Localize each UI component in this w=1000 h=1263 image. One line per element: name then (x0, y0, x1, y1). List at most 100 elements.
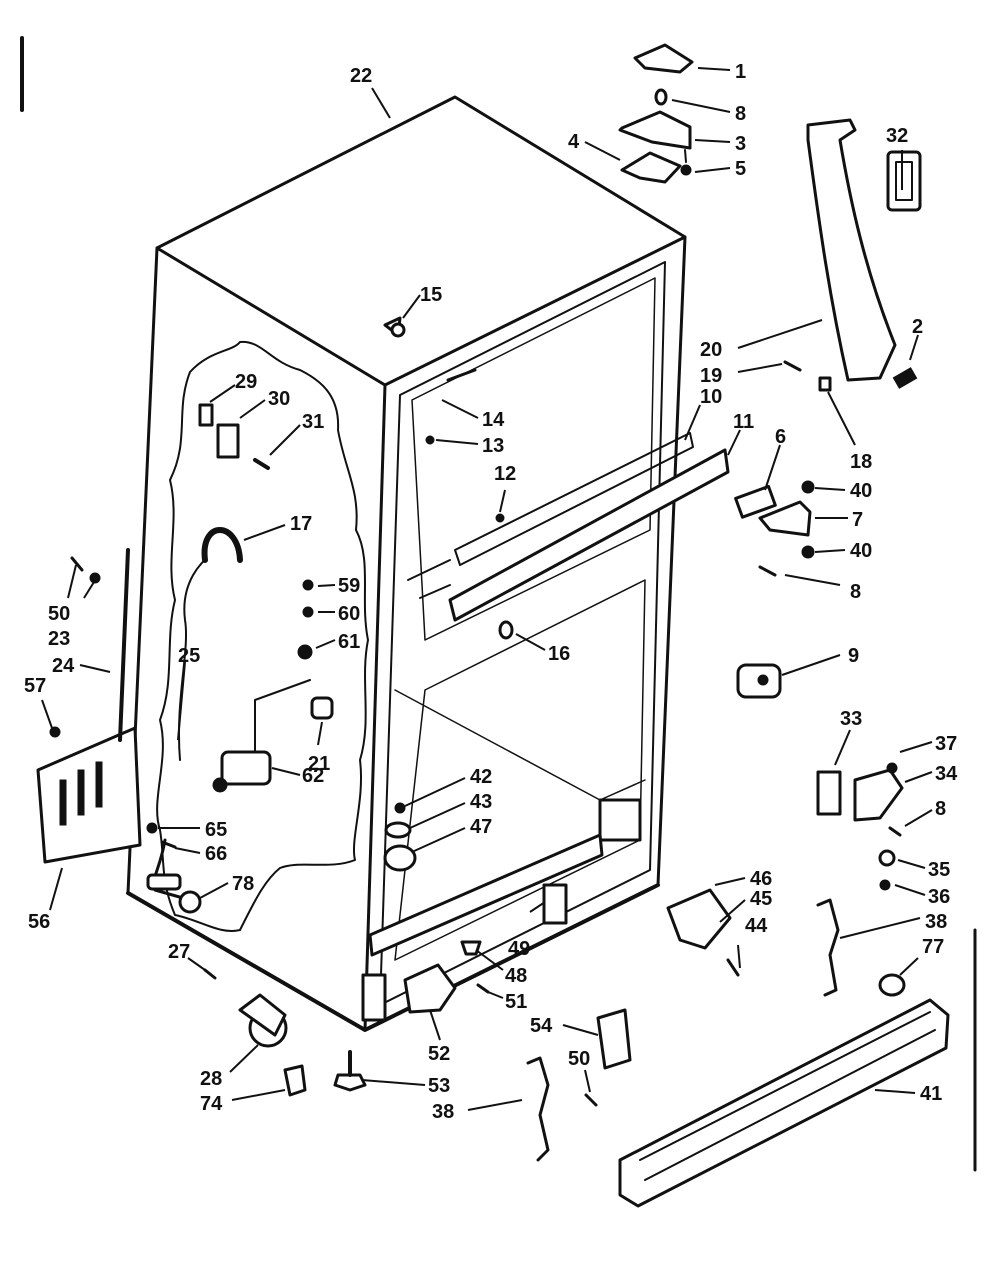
label-38b: 38 (432, 1101, 454, 1123)
label-50b: 50 (568, 1048, 590, 1070)
bracket-screw (584, 1093, 598, 1107)
label-25: 25 (178, 645, 200, 667)
label-7: 7 (852, 509, 863, 531)
leader-62 (271, 767, 301, 776)
label-46: 46 (750, 868, 772, 890)
label-22: 22 (350, 65, 372, 87)
leader-5 (694, 167, 731, 173)
door-handle-group (783, 118, 922, 392)
leader-54 (562, 1024, 599, 1036)
leader-57 (41, 699, 53, 729)
hinge-bushing-lower (878, 849, 896, 867)
leader-24 (79, 664, 111, 673)
leveling-bracket-left (526, 1056, 550, 1162)
center-hinge-screw (758, 565, 777, 577)
label-41: 41 (920, 1083, 942, 1105)
label-44: 44 (745, 915, 768, 937)
liner-floor (599, 779, 646, 801)
leader-14 (441, 399, 479, 419)
leader-43 (409, 802, 466, 829)
toe-grille (618, 998, 950, 1208)
screw-13 (425, 435, 435, 445)
hinge-pin-top (886, 762, 898, 774)
clip-23 (89, 572, 101, 584)
power-cord (118, 548, 130, 742)
freezer-liner (411, 277, 656, 641)
leader-50b (584, 1069, 591, 1093)
shelf-rail-inner (454, 432, 694, 566)
label-29: 29 (235, 371, 257, 393)
label-23: 23 (48, 628, 70, 650)
label-24: 24 (52, 655, 75, 677)
leader-10 (684, 404, 701, 441)
label-32: 32 (886, 125, 908, 147)
leader-13 (435, 439, 479, 445)
panel-vent (95, 761, 103, 808)
hinge-cover (633, 43, 694, 74)
caster-housing (238, 993, 287, 1037)
label-19: 19 (700, 365, 722, 387)
leader-2 (909, 334, 919, 361)
leader-19 (737, 363, 783, 373)
screw-14 (446, 368, 477, 382)
leader-27 (187, 957, 206, 971)
leader-34 (904, 771, 933, 783)
grille-slot (644, 1029, 936, 1181)
cabinet-front-left-edge (363, 383, 387, 1032)
bracket-30 (216, 423, 240, 459)
label-28: 28 (200, 1068, 222, 1090)
label-35: 35 (928, 859, 950, 881)
interior-small-parts (198, 316, 514, 872)
label-40a: 40 (850, 480, 872, 502)
label-13: 13 (482, 435, 504, 457)
handle-cap (892, 367, 918, 389)
divider-support (407, 559, 451, 581)
nut-60 (302, 606, 314, 618)
label-16: 16 (548, 643, 570, 665)
label-8: 8 (735, 103, 746, 125)
leader-78 (199, 882, 229, 899)
bottom-hinge-screw (888, 826, 902, 837)
label-74: 74 (200, 1093, 223, 1115)
water-valve (220, 750, 272, 786)
drain-pan-clip (146, 873, 182, 891)
label-1: 1 (735, 61, 746, 83)
label-10: 10 (700, 386, 722, 408)
panel-vent (77, 769, 85, 816)
leader-8c (904, 809, 933, 827)
cabinet-front-frame (379, 261, 666, 1006)
leader-38b (467, 1099, 523, 1111)
handle-screw (783, 360, 802, 372)
top-hinge (618, 110, 692, 150)
leader-46 (714, 877, 746, 886)
leader-30 (239, 399, 266, 419)
label-47: 47 (470, 816, 492, 838)
label-14: 14 (482, 409, 505, 431)
label-61: 61 (338, 631, 360, 653)
leader-53 (361, 1079, 426, 1086)
hinge-washer (801, 545, 815, 559)
label-49: 49 (508, 938, 530, 960)
label-38a: 38 (925, 911, 947, 933)
cabinet-shell (126, 95, 687, 1032)
bottom-bracket (598, 798, 642, 842)
leader-lines (41, 67, 933, 1111)
mounting-bracket (542, 883, 568, 925)
label-4: 4 (568, 131, 580, 153)
leader-66 (174, 847, 201, 854)
cabinet (126, 95, 730, 1032)
label-36: 36 (928, 886, 950, 908)
leader-36 (894, 884, 926, 896)
leader-56 (49, 867, 63, 911)
leader-15 (402, 294, 421, 319)
front-rail (368, 833, 604, 957)
control-panel (36, 726, 142, 864)
leader-6 (764, 444, 781, 491)
center-hinge-group (734, 480, 815, 699)
bottom-plate (666, 888, 732, 950)
leader-47 (411, 827, 466, 853)
leader-21 (317, 721, 323, 746)
bottom-hinge-group (816, 762, 906, 997)
leader-11 (727, 429, 741, 456)
leader-4 (584, 141, 621, 161)
